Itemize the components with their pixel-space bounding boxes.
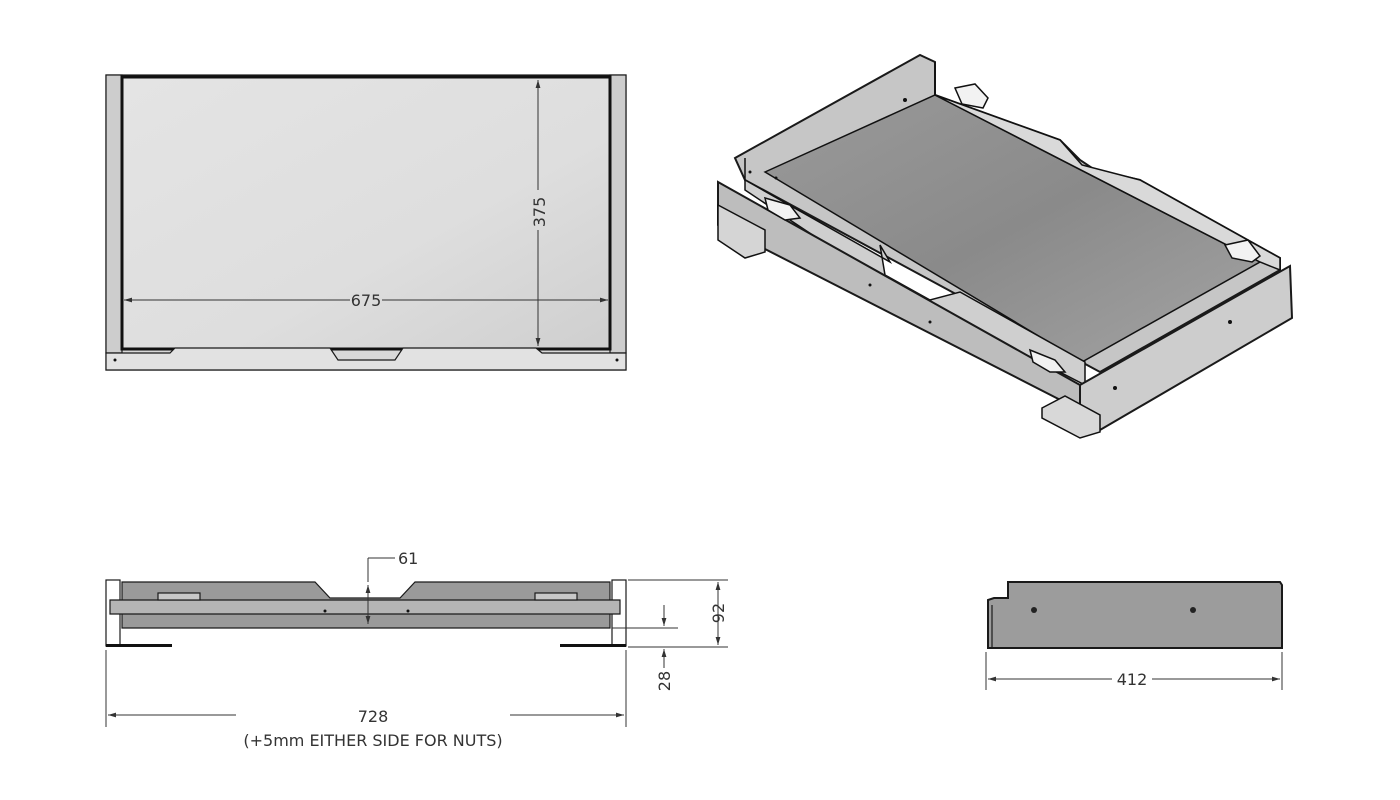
side-view: 412 [985, 581, 1283, 690]
hole-marker [113, 358, 117, 362]
front-view-slot [157, 592, 201, 601]
iso-back-wall [934, 62, 1281, 272]
dimension-foot-label: 28 [655, 671, 674, 691]
front-view-left-foot [106, 644, 172, 647]
iso-right-foot [1041, 395, 1101, 439]
handle-slot-icon [763, 196, 802, 221]
top-view: 675 375 [105, 74, 627, 371]
side-view-panel [987, 581, 1283, 649]
dimension-width-label: 675 [351, 291, 382, 310]
hole-marker [774, 176, 778, 180]
hole-marker [406, 609, 410, 613]
hole-marker [903, 98, 907, 102]
top-view-right-rail [609, 74, 627, 354]
hole-marker [928, 320, 932, 324]
hole-marker [1190, 607, 1196, 613]
top-view-left-rail [105, 74, 123, 354]
dimension-depth-label: 375 [530, 197, 549, 228]
handle-slot-icon [1223, 239, 1262, 263]
hole-marker [868, 283, 872, 287]
top-view-tray-floor [120, 75, 612, 351]
isometric-view [717, 53, 1294, 439]
front-view-right-foot [560, 644, 626, 647]
dimension-gap-label: 61 [398, 549, 418, 568]
hole-marker [615, 358, 619, 362]
top-view-front-lip [105, 347, 627, 371]
hole-marker [323, 609, 327, 613]
dimension-side-depth-label: 412 [1117, 670, 1148, 689]
iso-left-foot [717, 203, 766, 259]
dimension-overall-label: 728 [358, 707, 389, 726]
handle-slot-icon [1028, 348, 1067, 373]
hole-marker [1113, 386, 1117, 390]
front-view-slot [534, 592, 578, 601]
front-view-rail [109, 599, 621, 615]
handle-slot-icon [953, 83, 989, 109]
hole-marker [1228, 320, 1232, 324]
front-view: 61 92 28 728 (+5mm EITHER SIDE FOR NUTS) [105, 549, 728, 750]
hole-marker [1031, 607, 1037, 613]
dimension-note: (+5mm EITHER SIDE FOR NUTS) [243, 731, 502, 750]
dimension-height-label: 92 [709, 603, 728, 623]
hole-marker [748, 170, 752, 174]
